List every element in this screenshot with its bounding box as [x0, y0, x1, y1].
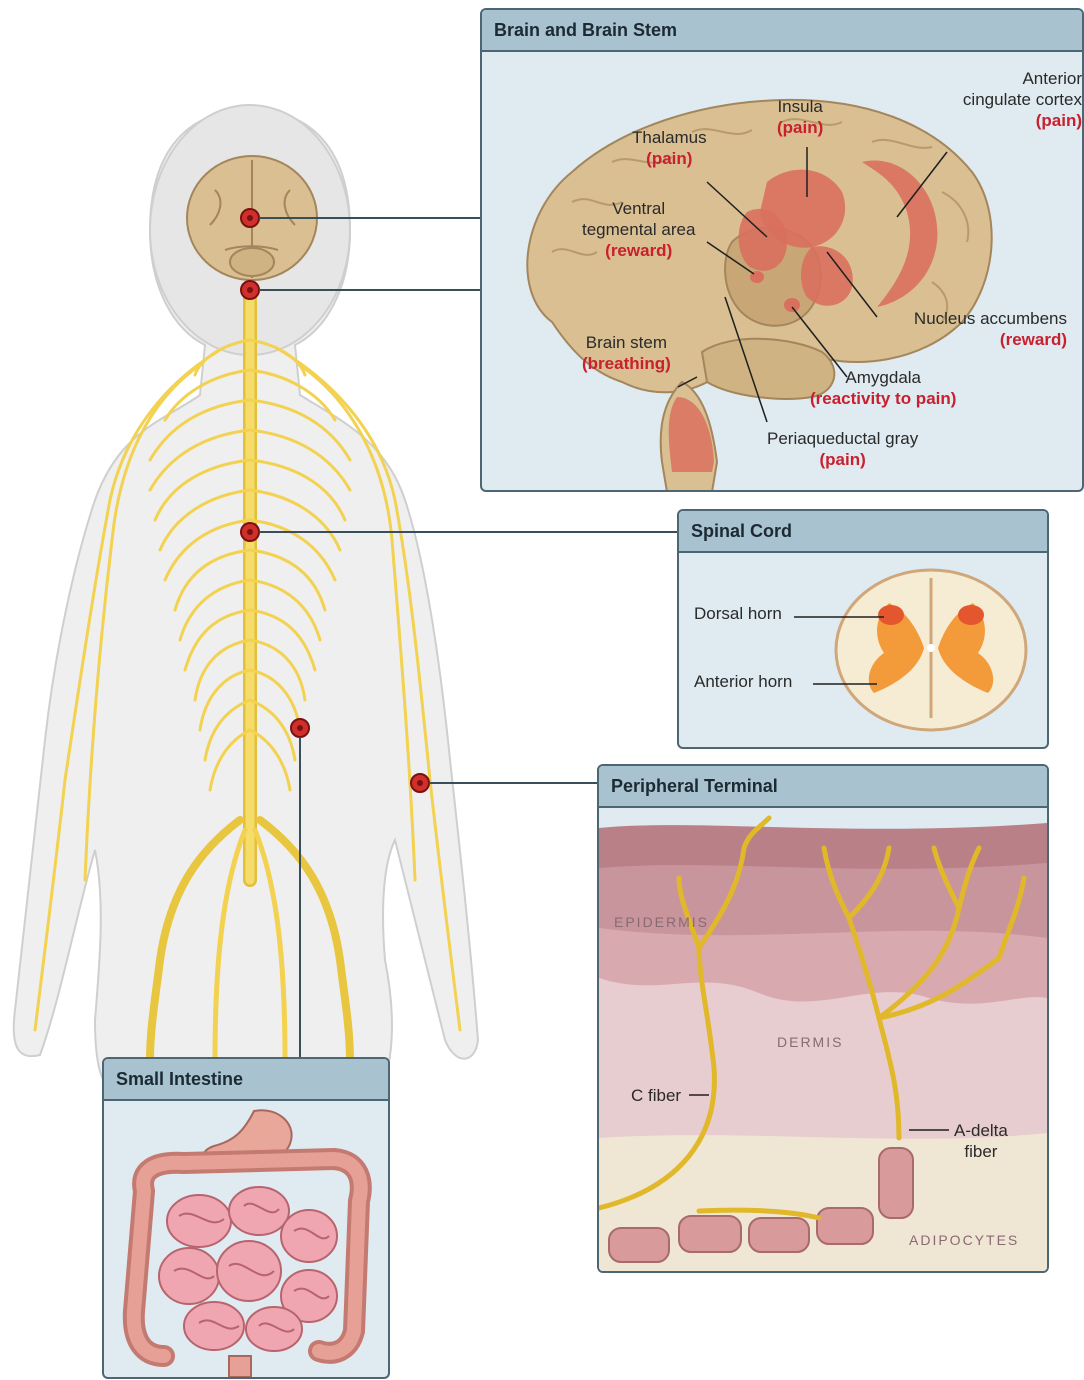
- label-vta-name-2: tegmental area: [582, 219, 695, 240]
- label-acc-name-1: Anterior: [932, 68, 1082, 89]
- label-adipocytes: ADIPOCYTES: [909, 1232, 1019, 1248]
- label-insula: Insula (pain): [777, 96, 823, 138]
- label-epidermis: EPIDERMIS: [614, 914, 709, 930]
- marker-brainstem: [241, 281, 259, 299]
- brain-panel: Brain and Brain Stem: [480, 8, 1084, 492]
- label-a-delta-2: fiber: [954, 1141, 1008, 1162]
- label-brainstem: Brain stem (breathing): [582, 332, 671, 374]
- label-acc-name-2: cingulate cortex: [932, 89, 1082, 110]
- intestine-panel-title: Small Intestine: [104, 1059, 388, 1101]
- label-amygdala-role: (reactivity to pain): [810, 388, 956, 409]
- label-amygdala-name: Amygdala: [810, 367, 956, 388]
- label-vta-role: (reward): [582, 240, 695, 261]
- label-dorsal-horn: Dorsal horn: [694, 603, 782, 624]
- label-pag-role: (pain): [767, 449, 918, 470]
- label-a-delta-1: A-delta: [954, 1120, 1008, 1141]
- spinal-cross-section: [679, 553, 1047, 747]
- label-nucleus: Nucleus accumbens (reward): [882, 308, 1067, 350]
- label-thalamus-name: Thalamus: [632, 127, 707, 148]
- label-a-delta: A-delta fiber: [954, 1120, 1008, 1162]
- label-nucleus-role: (reward): [882, 329, 1067, 350]
- label-pag-name: Periaqueductal gray: [767, 428, 918, 449]
- brain-panel-title: Brain and Brain Stem: [482, 10, 1082, 52]
- region-amygdala: [784, 298, 800, 312]
- label-c-fiber: C fiber: [631, 1085, 681, 1106]
- label-insula-role: (pain): [777, 117, 823, 138]
- label-acc: Anterior cingulate cortex (pain): [932, 68, 1082, 131]
- label-dermis: DERMIS: [777, 1034, 843, 1050]
- label-brainstem-name: Brain stem: [582, 332, 671, 353]
- peripheral-panel: Peripheral Terminal: [597, 764, 1049, 1273]
- label-insula-name: Insula: [777, 96, 823, 117]
- marker-peripheral: [411, 774, 429, 792]
- label-pag: Periaqueductal gray (pain): [767, 428, 918, 470]
- intestine-panel: Small Intestine: [102, 1057, 390, 1379]
- label-anterior-horn: Anterior horn: [694, 671, 792, 692]
- marker-brain: [241, 209, 259, 227]
- spinal-panel-title: Spinal Cord: [679, 511, 1047, 553]
- spinal-panel: Spinal Cord Dorsal horn Anterior horn: [677, 509, 1049, 749]
- label-nucleus-name: Nucleus accumbens: [882, 308, 1067, 329]
- intestine-illustration: [104, 1101, 388, 1377]
- marker-spinal: [241, 523, 259, 541]
- label-amygdala: Amygdala (reactivity to pain): [810, 367, 956, 409]
- label-vta-name-1: Ventral: [582, 198, 695, 219]
- label-thalamus-role: (pain): [632, 148, 707, 169]
- label-thalamus: Thalamus (pain): [632, 127, 707, 169]
- label-brainstem-role: (breathing): [582, 353, 671, 374]
- label-vta: Ventral tegmental area (reward): [582, 198, 695, 261]
- label-acc-role: (pain): [932, 110, 1082, 131]
- marker-intestine: [291, 719, 309, 737]
- peripheral-panel-title: Peripheral Terminal: [599, 766, 1047, 808]
